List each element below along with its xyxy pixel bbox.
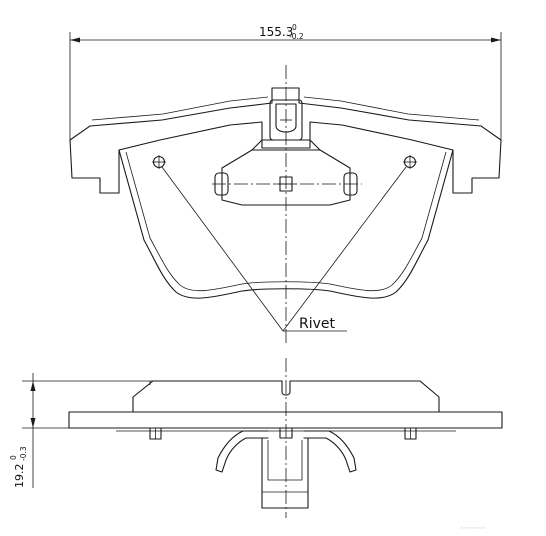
corner-watermark-text: ········· [460,524,486,534]
side-backing-plate [68,411,503,429]
backing-plate-inner-edge-right [303,96,480,121]
rivet-left [152,155,166,169]
thickness-dimension: 19.2 0 -0.3 [9,373,153,488]
side-rivet-left [149,427,162,440]
rivet-right [403,155,417,169]
width-tolerance-upper: 0 [292,23,297,32]
side-rivet-right [404,427,417,440]
thickness-dimension-value: 19.2 [13,464,26,489]
top-view: 155.3 0 -0.2 [69,23,502,345]
thickness-tolerance-lower: -0.3 [19,446,28,461]
backing-plate-inner-edge-left [91,96,269,121]
backing-plate-outline [69,87,502,194]
width-dimension-value: 155.3 [259,25,293,39]
side-view: 19.2 0 -0.3 [9,358,503,518]
rivet-label: Rivet [299,316,336,332]
width-dimension: 155.3 0 -0.2 [69,23,502,140]
side-friction-block [132,380,440,413]
width-tolerance-lower: -0.2 [289,32,304,41]
thickness-tolerance-upper: 0 [9,455,18,460]
rivet-leader: Rivet [161,166,407,332]
